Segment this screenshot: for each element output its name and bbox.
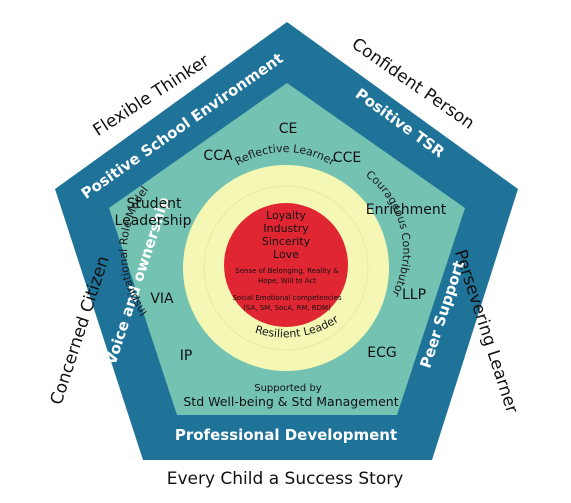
- inner-label-leadership: Leadership: [115, 213, 192, 229]
- core-values-circle: [224, 203, 348, 327]
- core-value-industry: Industry: [263, 222, 309, 235]
- core-value-sincerity: Sincerity: [262, 235, 311, 248]
- support-detail: Std Well-being & Std Management: [183, 394, 398, 409]
- core-belonging-line1: Sense of Belonging, Reality &: [235, 267, 339, 275]
- inner-label-cce: CCE: [333, 150, 361, 166]
- inner-label-ip: IP: [180, 348, 193, 364]
- core-value-loyalty: Loyalty: [266, 209, 306, 222]
- inner-label-enrichment: Enrichment: [366, 202, 447, 218]
- inner-label-ce: CE: [279, 121, 298, 137]
- inner-label-llp: LLP: [402, 287, 426, 303]
- support-label: Supported by: [254, 383, 322, 394]
- inner-label-via: VIA: [150, 291, 174, 307]
- inner-label-student: Student: [126, 196, 182, 212]
- inner-label-ecg: ECG: [367, 345, 396, 361]
- core-competencies-line1: Social Emotional competencies: [232, 294, 342, 302]
- band-label-professional-development: Professional Development: [175, 426, 397, 444]
- bottom-title: Every Child a Success Story: [167, 469, 404, 489]
- core-belonging-line2: Hope, Will to Act: [258, 277, 316, 285]
- core-value-love: Love: [273, 248, 299, 261]
- core-competencies-line2: (SA, SM, SocA, RM, RDM): [243, 304, 331, 312]
- inner-label-cca: CCA: [203, 148, 233, 164]
